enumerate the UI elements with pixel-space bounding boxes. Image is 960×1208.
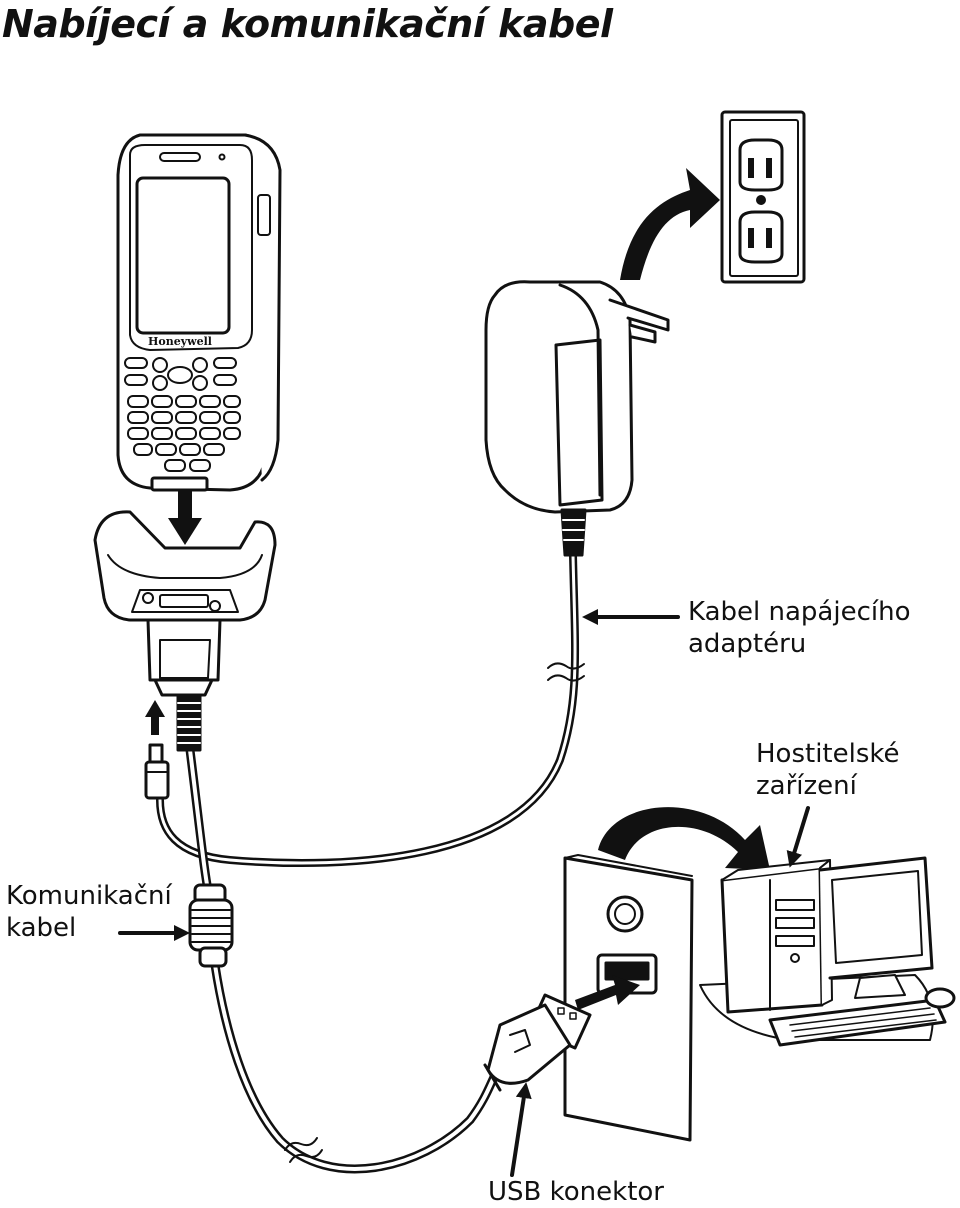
charging-cradle [93,510,277,752]
power-adapter-cable [156,551,585,868]
communication-cable [185,745,500,1174]
host-device-pointer [786,806,810,868]
usb-connector-label: USB konektor [488,1177,664,1207]
usb-connector [483,993,592,1092]
plug-in-arrow [620,168,720,280]
host-device-label: Hostitelské zařízení [756,738,900,802]
host-device-label-line2: zařízení [756,771,857,801]
comm-cable-label: Komunikační kabel [6,880,172,944]
page-title: Nabíjecí a komunikační kabel [2,2,613,46]
wall-outlet [720,110,806,284]
comm-cable-label-line2: kabel [6,913,77,943]
curved-arrow-to-host [598,807,770,870]
handheld-computer: Honeywell [116,133,282,492]
plug-insert-arrow [145,700,165,735]
power-adapter [484,280,670,557]
usb-connector-pointer [510,1082,532,1177]
insert-usb-arrow [575,975,640,1010]
device-brand-logo: Honeywell [148,335,212,348]
comm-cable-label-line1: Komunikační [6,881,172,911]
host-computer [699,856,956,1047]
insert-arrow [168,490,202,545]
pc-back-panel [563,854,694,1142]
barrel-plug [144,743,170,800]
power-cable-label-line1: Kabel napájecího [688,597,911,627]
ferrite-bead [188,883,234,968]
power-cable-label: Kabel napájecího adaptéru [688,596,911,660]
power-cable-label-line2: adaptéru [688,629,807,659]
host-device-label-line1: Hostitelské [756,739,900,769]
